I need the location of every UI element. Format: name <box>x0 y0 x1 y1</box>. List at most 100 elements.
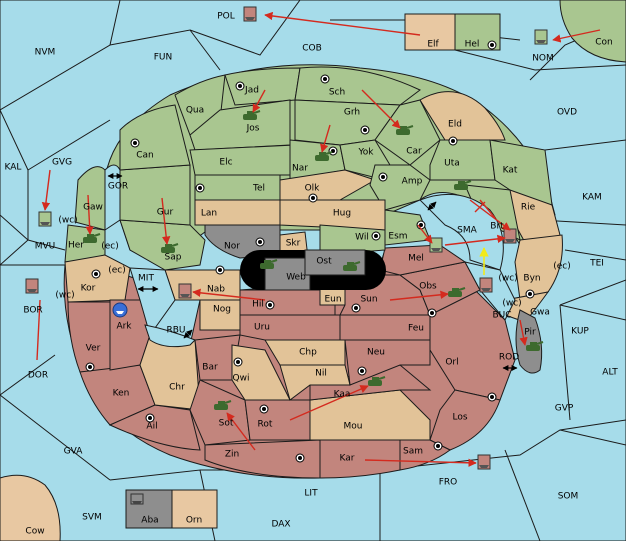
supply-center <box>427 308 437 318</box>
sea-rbu[interactable] <box>144 324 196 348</box>
province-olk[interactable] <box>279 169 377 201</box>
supply-center <box>328 146 338 156</box>
army-unit[interactable] <box>526 341 544 351</box>
label-buc: BUC <box>492 311 511 321</box>
fleet-unit[interactable] <box>38 211 52 227</box>
label-bor: BOR <box>23 306 42 316</box>
label-esm: Esm <box>388 232 407 242</box>
label-chr: Chr <box>169 383 185 393</box>
army-unit[interactable] <box>454 180 472 190</box>
label-kor: Kor <box>81 284 96 294</box>
label-coast-ec: (ec) <box>553 262 571 272</box>
fleet-unit[interactable] <box>534 29 548 45</box>
province-rot[interactable] <box>244 399 311 441</box>
label-nvm: NVM <box>35 48 56 58</box>
label-jad: Jad <box>244 86 259 96</box>
army-unit[interactable] <box>343 261 361 271</box>
sea-gor[interactable] <box>104 164 121 231</box>
label-zin: Zin <box>225 450 239 460</box>
label-nar: Nar <box>292 164 308 174</box>
label-gvg: GVG <box>52 158 72 168</box>
label-jos: Jos <box>246 124 260 134</box>
supply-center <box>215 265 225 275</box>
label-coast-wc: (wc) <box>502 299 521 309</box>
supply-center <box>320 74 330 84</box>
province-gur[interactable] <box>119 164 191 226</box>
label-eld: Eld <box>448 120 462 130</box>
army-unit[interactable] <box>214 400 232 410</box>
province-web[interactable] <box>264 257 311 291</box>
crossing-markers <box>107 173 518 371</box>
label-web: Web <box>286 273 306 283</box>
supply-center <box>487 392 497 402</box>
label-kup: KUP <box>571 327 589 337</box>
supply-center <box>259 404 269 414</box>
province-kor[interactable] <box>64 254 131 303</box>
army-unit[interactable] <box>161 243 179 253</box>
province-sot[interactable] <box>189 379 251 446</box>
supply-center <box>487 40 497 50</box>
fleet-unit[interactable] <box>243 6 257 22</box>
supply-center <box>145 413 155 423</box>
army-unit[interactable] <box>260 259 278 269</box>
province-elf[interactable] <box>404 13 456 51</box>
label-con: Con <box>595 38 613 48</box>
supply-center <box>371 231 381 241</box>
army-unit[interactable] <box>368 376 386 386</box>
province-can[interactable] <box>119 104 191 171</box>
fleet-unit[interactable] <box>130 493 144 505</box>
province-elc[interactable] <box>189 144 296 176</box>
fleet-unit-ark[interactable] <box>112 302 128 318</box>
province-pir[interactable] <box>515 309 543 374</box>
label-ovd: OVD <box>557 108 577 118</box>
province-eld[interactable] <box>419 91 506 141</box>
fleet-unit[interactable] <box>479 277 493 293</box>
units <box>25 6 548 505</box>
label-nor: Nor <box>224 242 240 252</box>
label-sot: Sot <box>219 419 234 429</box>
province-kar[interactable] <box>319 439 401 479</box>
label-uru: Uru <box>254 323 270 333</box>
label-eun: Eun <box>324 295 341 305</box>
supply-centers <box>85 40 535 463</box>
label-elc: Elc <box>219 158 232 168</box>
fleet-unit[interactable] <box>477 454 491 470</box>
province-cow[interactable] <box>0 474 61 541</box>
army-unit[interactable] <box>83 233 101 243</box>
province-uta[interactable] <box>429 139 496 181</box>
province-orn[interactable] <box>171 489 218 529</box>
label-amp: Amp <box>402 177 423 187</box>
province-jos[interactable] <box>189 99 291 151</box>
province-nil[interactable] <box>279 364 351 401</box>
province-ail[interactable] <box>108 404 201 451</box>
supply-center <box>85 362 95 372</box>
fleet-unit[interactable] <box>503 228 517 244</box>
army-unit[interactable] <box>448 287 466 297</box>
province-tel[interactable] <box>194 174 281 201</box>
supply-center <box>448 136 458 146</box>
fleet-unit[interactable] <box>429 237 443 253</box>
label-fro: FRO <box>439 478 458 488</box>
label-nom: NOM <box>532 54 554 64</box>
label-hug: Hug <box>333 209 351 219</box>
label-sap: Sap <box>165 253 182 263</box>
label-dax: DAX <box>271 520 290 530</box>
label-rod: ROD <box>499 353 519 363</box>
label-qua: Qua <box>186 106 204 116</box>
label-car: Car <box>406 147 422 157</box>
province-wil[interactable] <box>319 224 386 256</box>
label-yok: Yok <box>357 148 374 158</box>
province-orl[interactable] <box>429 289 516 401</box>
fleet-unit[interactable] <box>25 278 39 294</box>
army-unit[interactable] <box>315 151 333 161</box>
supply-center <box>233 357 243 367</box>
label-wil: Wil <box>355 233 369 243</box>
army-unit[interactable] <box>396 125 414 135</box>
label-mel: Mel <box>408 254 424 264</box>
fleet-unit[interactable] <box>178 283 192 299</box>
supply-center <box>378 172 388 182</box>
label-dor: DOR <box>28 371 48 381</box>
label-gaw: Gaw <box>83 203 103 213</box>
sea-mit[interactable] <box>129 267 176 337</box>
province-kat[interactable] <box>489 139 553 206</box>
